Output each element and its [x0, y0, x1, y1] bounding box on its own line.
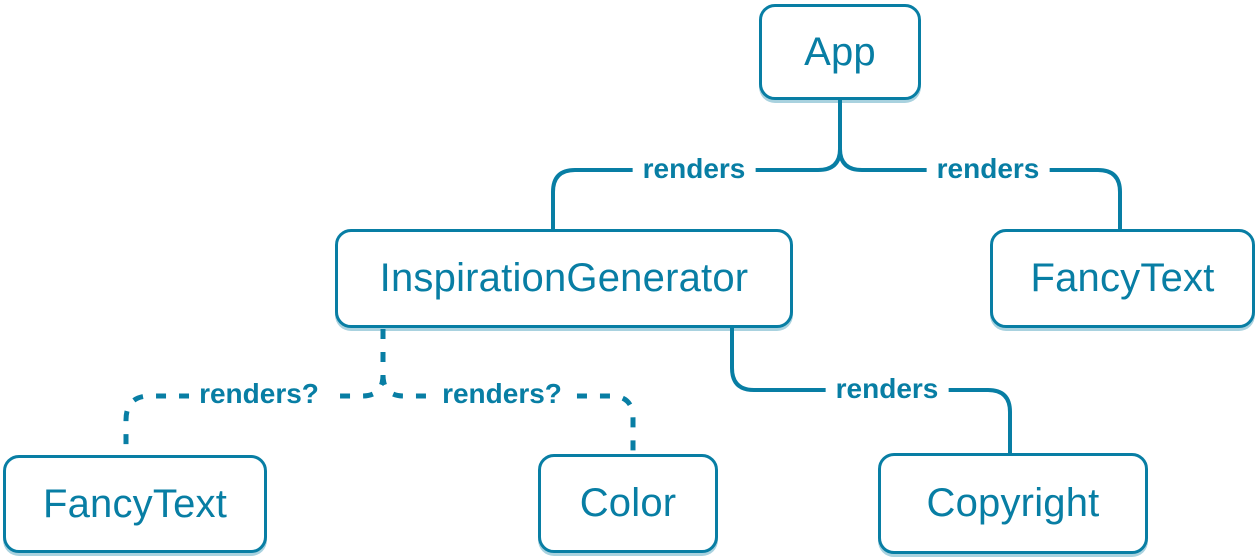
edge-app-to-inspirationgenerator	[551, 147, 842, 232]
node-app: App	[759, 4, 921, 100]
node-fancy-text-bottom: FancyText	[3, 455, 267, 553]
node-fancy-text-bottom-label: FancyText	[42, 481, 228, 526]
edge-label-renders-question-fancytext: renders?	[189, 376, 329, 412]
edge-label-renders-app-fancytext: renders	[926, 151, 1050, 187]
node-app-label: App	[804, 29, 876, 74]
node-color-label: Color	[579, 481, 677, 525]
edge-app-to-fancytext	[838, 147, 1122, 232]
node-inspiration-generator-label: InspirationGenerator	[379, 256, 749, 300]
node-color: Color	[538, 454, 718, 553]
node-inspiration-generator: InspirationGenerator	[335, 229, 793, 328]
node-copyright-label: Copyright	[926, 481, 1100, 525]
node-copyright: Copyright	[878, 453, 1148, 554]
node-fancy-text-top-label: FancyText	[1030, 256, 1215, 300]
edge-label-renders-question-color: renders?	[432, 376, 572, 412]
node-fancy-text-top: FancyText	[990, 229, 1255, 328]
edge-label-renders-app-inspirationgenerator: renders	[632, 151, 756, 187]
edge-label-renders-copyright: renders	[825, 371, 949, 407]
